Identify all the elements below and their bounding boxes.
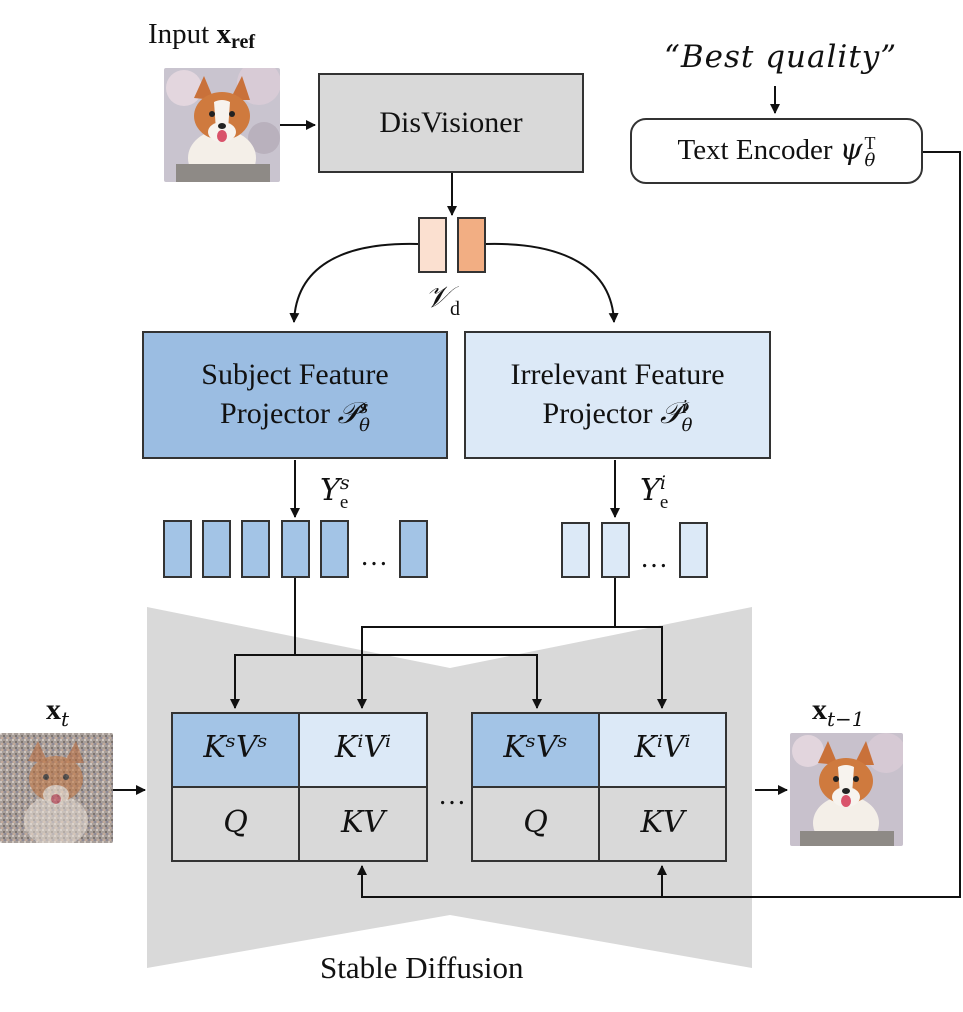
attn-left-kivi-label: KⁱVⁱ <box>334 730 392 765</box>
attn-right-kv-cell <box>598 786 727 862</box>
token-subject-4 <box>281 520 310 578</box>
input-symbol: x <box>216 18 231 50</box>
vd-symbol: 𝒱 <box>425 280 450 315</box>
token-irrelevant-1 <box>561 522 590 578</box>
arrow-tokens-to-subject-projector <box>289 242 419 323</box>
attn-right-ksvs-cell <box>471 712 600 788</box>
attn-right-q-cell <box>471 786 600 862</box>
input-subscript: ref <box>230 31 256 53</box>
arrow-subject-to-right-ksvs <box>294 578 542 709</box>
text-encoder-sub: θ <box>864 150 876 172</box>
arrow-tokens-to-irrelevant-projector <box>485 242 619 323</box>
ye-subject-symbol: Υ <box>320 472 340 508</box>
text-encoder-text: Text Encoder <box>677 133 840 166</box>
token-subject-3 <box>241 520 270 578</box>
xt-sub: t <box>61 707 70 731</box>
subject-projector-line2: Projector <box>220 397 338 431</box>
attn-left-q-cell <box>171 786 300 862</box>
arrow-irrelevant-to-right-kivi <box>615 626 667 709</box>
ellipsis-subject: … <box>360 541 388 572</box>
ye-irrelevant-sup: i <box>659 472 666 494</box>
token-irrelevant-n <box>679 522 708 578</box>
token-vd-1 <box>418 217 447 273</box>
text-encoder-sup: T <box>864 133 876 154</box>
token-subject-5 <box>320 520 349 578</box>
vd-label: 𝒱d <box>425 280 460 320</box>
xt-label: xt <box>46 693 69 730</box>
attn-left-q-label: Q <box>223 805 248 840</box>
attn-right-kivi-label: KⁱVⁱ <box>634 730 691 765</box>
xt-symbol: x <box>46 693 61 726</box>
xt1-symbol: x <box>812 693 827 726</box>
attn-right-q-label: Q <box>523 805 548 840</box>
ellipsis-irrelevant: … <box>640 543 668 574</box>
unet-shape <box>147 607 752 968</box>
attn-right-kivi-cell <box>598 712 727 788</box>
token-subject-2 <box>202 520 231 578</box>
xt1-sub: t−1 <box>827 707 865 731</box>
noisy-image-xt <box>0 733 113 843</box>
subject-projector-sup: s <box>359 396 369 418</box>
irrelevant-projector-line2: Projector <box>542 397 660 431</box>
token-subject-1 <box>163 520 192 578</box>
disvisioner-box: DisVisioner <box>318 73 584 173</box>
disvisioner-label: DisVisioner <box>379 106 523 139</box>
prompt-text: “Best quality” <box>664 39 898 75</box>
attn-left-kv-cell <box>298 786 428 862</box>
irrelevant-projector-sup: i <box>681 396 688 418</box>
token-irrelevant-2 <box>601 522 630 578</box>
arrow-subject-to-left-ksvs <box>230 654 295 709</box>
input-label: Input xref <box>148 18 255 53</box>
attn-right-kv-label: KV <box>640 805 685 840</box>
arrow-irrelevant-to-left-kivi <box>357 578 616 709</box>
irrelevant-projector-line1: Irrelevant Feature <box>510 358 725 392</box>
token-subject-n <box>399 520 428 578</box>
ellipsis-attention: … <box>438 780 466 811</box>
attn-left-kivi-cell <box>298 712 428 788</box>
irrelevant-projector-sub: θ <box>681 414 693 436</box>
subject-projector-symbol: 𝒫 <box>337 396 360 432</box>
attn-left-ksvs-label: KˢVˢ <box>203 730 268 765</box>
irrelevant-projector-symbol: 𝒫 <box>659 396 682 432</box>
attn-right-ksvs-label: KˢVˢ <box>503 730 568 765</box>
ye-subject-sub: e <box>339 492 349 513</box>
denoised-image-xt1 <box>790 733 903 846</box>
subject-projector-line1: Subject Feature <box>201 358 389 392</box>
ye-irrelevant-symbol: Υ <box>640 472 660 508</box>
attn-left-ksvs-cell <box>171 712 300 788</box>
ye-irrelevant-sub: e <box>659 492 669 513</box>
vd-sub: d <box>450 298 460 320</box>
stable-diffusion-label: Stable Diffusion <box>320 950 524 985</box>
token-vd-2 <box>457 217 486 273</box>
ye-subject-sup: s <box>339 472 350 494</box>
input-reference-image <box>164 68 280 182</box>
subject-projector-sub: θ <box>359 414 370 436</box>
text-encoder-symbol: ψ <box>839 131 863 166</box>
xt1-label: xt−1 <box>812 693 865 730</box>
arrow-encoder-to-left-kv <box>357 151 961 898</box>
input-label-text: Input <box>148 18 217 50</box>
attn-left-kv-label: KV <box>340 805 386 840</box>
